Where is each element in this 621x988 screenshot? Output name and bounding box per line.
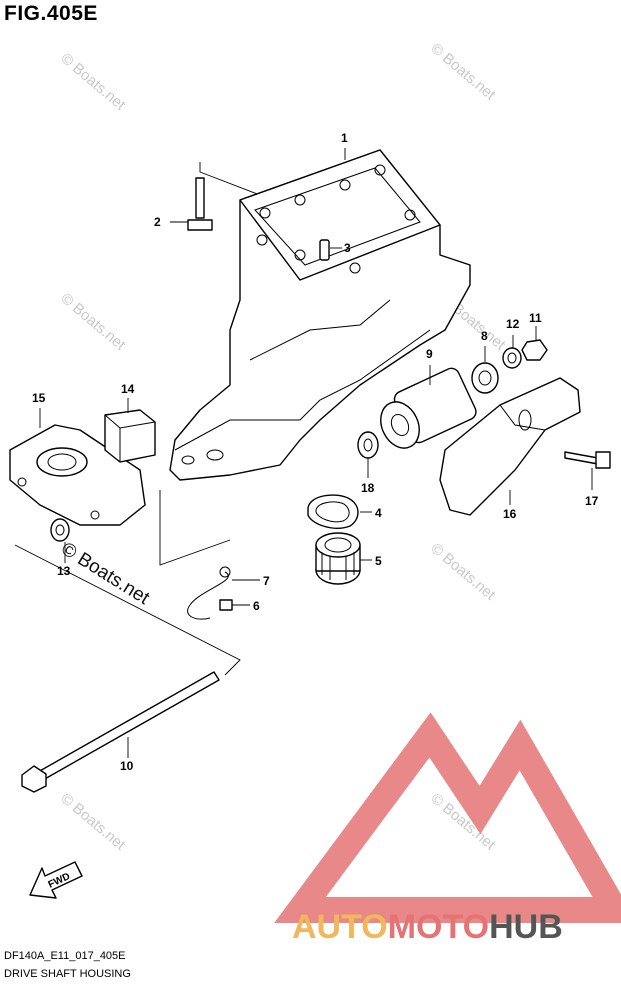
callout-9: 9: [426, 347, 433, 361]
callout-18: 18: [361, 481, 375, 495]
part-hose-clip: [187, 566, 231, 620]
brand-logo-text: AUTOMOTOHUB: [292, 908, 563, 946]
part-washer-large: [471, 362, 499, 394]
part-mount-bracket: [9, 424, 146, 526]
callout-labels: 1 2 3 4 5 6 7 8 9 10 11 12 13 14 15 16 1…: [32, 131, 599, 773]
figure-code: DF140A_E11_017_405E: [4, 950, 126, 962]
callout-14: 14: [121, 382, 135, 396]
part-drive-shaft-housing: [169, 149, 471, 481]
part-bolt: [187, 177, 213, 231]
callout-16: 16: [503, 507, 517, 521]
brand-logo-icon: [274, 712, 621, 923]
part-nut: [521, 339, 548, 361]
part-washer: [50, 518, 70, 542]
part-long-bolt: [21, 671, 220, 793]
watermark-text: © Boats.net: [57, 50, 129, 114]
part-bushing: [380, 367, 477, 449]
watermark-text: © Boats.net: [57, 290, 129, 354]
callout-2: 2: [154, 215, 161, 229]
part-bearing: [315, 532, 361, 585]
callout-1: 1: [341, 131, 348, 145]
callout-4: 4: [375, 506, 382, 520]
watermark-text: © Boats.net: [57, 790, 129, 854]
watermark-text: © Boats.net: [427, 540, 499, 604]
part-dowel-pin: [319, 239, 330, 261]
part-screw: [219, 599, 233, 611]
part-washer-flat: [357, 431, 379, 459]
part-gasket: [307, 494, 359, 529]
part-cover: [439, 377, 581, 516]
forward-direction-icon: FWD: [29, 861, 83, 899]
callout-10: 10: [120, 759, 134, 773]
callout-3: 3: [344, 241, 351, 255]
callout-13: 13: [57, 564, 71, 578]
callout-8: 8: [481, 329, 488, 343]
part-washer-small: [502, 347, 522, 369]
assembly-lines: [14, 162, 261, 676]
callout-17: 17: [585, 494, 599, 508]
part-bolt-cover: [564, 451, 611, 469]
callout-6: 6: [253, 599, 260, 613]
callout-12: 12: [506, 317, 520, 331]
callout-11: 11: [529, 311, 542, 325]
leader-lines: [39, 148, 593, 758]
callout-5: 5: [375, 554, 382, 568]
watermark-text: © Boats.net: [427, 40, 499, 104]
figure-title: FIG.405E: [4, 2, 98, 25]
part-rubber-pad: [104, 409, 156, 463]
callout-15: 15: [32, 391, 46, 405]
callout-7: 7: [263, 574, 270, 588]
figure-name: DRIVE SHAFT HOUSING: [4, 968, 131, 980]
